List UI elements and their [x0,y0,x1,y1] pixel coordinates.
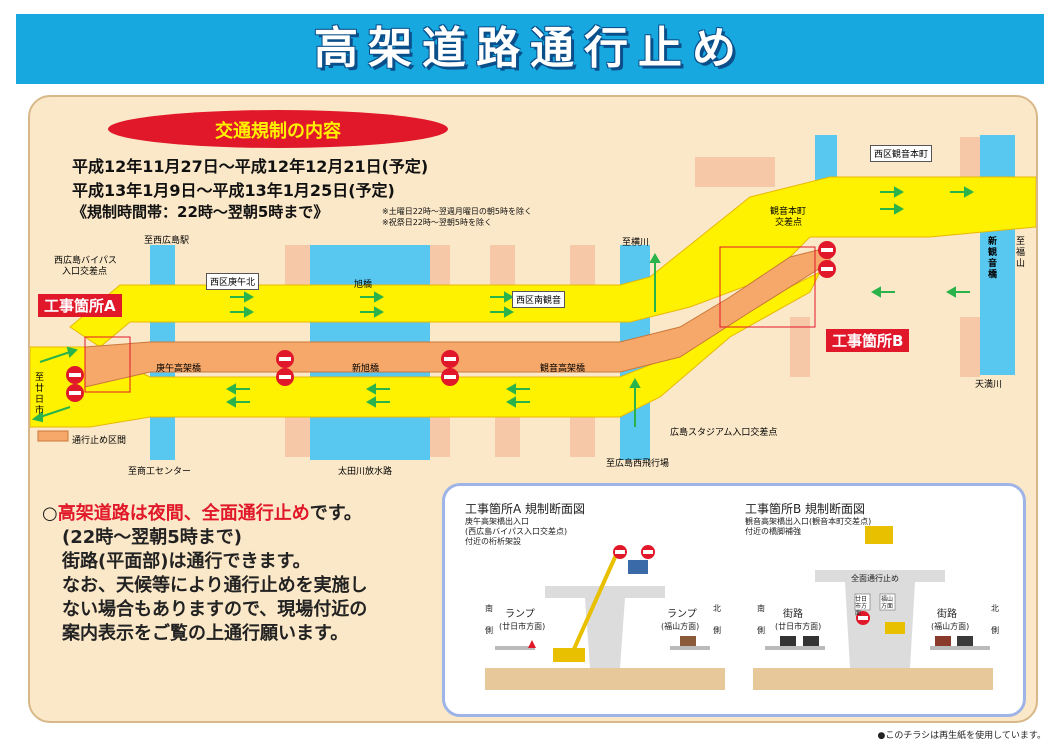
label-nishiku-kannon-honmachi: 西区観音本町 [870,145,933,162]
section-a-south-side: 側 [485,626,493,635]
section-b-sub-1: 観音高架橋出入口(観音本町交差点) [745,517,872,526]
label-intersection: 交差点 [775,218,803,228]
label-to-yokogawa: 至横川 [622,238,650,248]
label-shin-kannon-bridge: 新観音橋 [988,237,998,280]
traffic-arrows [31,186,975,427]
label-nishihiroshima-bypass: 西広島バイパス [54,256,117,266]
section-a-ramp-left: ランプ [505,609,535,620]
section-b-north-side: 側 [991,626,999,635]
section-b-street-left-dir: (廿日市方面) [775,622,822,631]
regulation-heading: 交通規制の内容 [215,121,341,142]
road-map [30,135,1036,460]
notice-line-1: ○高架道路は夜間、全面通行止めです。 [42,503,362,524]
section-a-title: 工事箇所A 規制断面図 [465,502,586,516]
section-b-sign-left: 廿日市方面 [855,596,868,617]
section-a-ramp-right: ランプ [667,609,697,620]
footer-note: ●このチラシは再生紙を使用しています。 [877,731,1046,741]
section-b-south-side: 側 [757,626,765,635]
section-a-sub-2: (西広島バイパス入口交差点) [465,527,568,536]
notice-line-6: 案内表示をご覧の上通行願います。 [62,623,349,644]
main-panel: 交通規制の内容 平成12年11月27日～平成12年12月21日(予定) 平成13… [28,95,1038,723]
section-a-crane [568,545,622,659]
regulation-note-1: ※土曜日22時～翌週月曜日の朝5時を除く [382,207,532,216]
cross-section-drawings [485,526,993,690]
label-kannon-viaduct: 観音高架橋 [540,364,586,374]
section-a-pier [545,586,665,668]
section-b-street-left: 街路 [783,609,803,620]
notice-line-3: 街路(平面部)は通行できます。 [62,551,311,572]
section-b-street-right-dir: (福山方面) [931,622,970,631]
section-b-crane [865,526,893,544]
section-a-truck [628,560,648,574]
section-b-street-right: 街路 [937,609,957,620]
closure-legend-swatch [37,430,69,442]
label-entrance-intersection: 入口交差点 [62,267,108,277]
section-a-ramp-left-dir: (廿日市方面) [499,622,546,631]
regulation-period-2: 平成13年1月9日～平成13年1月25日(予定) [72,181,395,200]
closure-hatch [84,246,816,393]
label-shin-asahi-bridge: 新旭橋 [352,364,380,374]
cross-section-panel: 工事箇所A 規制断面図 庚午高架橋出入口 (西広島バイパス入口交差点) 付近の桁… [442,483,1026,717]
section-b-north: 北 [991,604,999,613]
section-b-ground [753,668,993,690]
section-a-ground [485,668,725,690]
label-stadium-intersection: 広島スタジアム入口交差点 [670,428,778,438]
label-to-hiroshima-west-airport: 至広島西飛行場 [606,459,670,469]
label-to-shoko-center: 至商工センター [128,467,192,477]
notice-line-2: (22時～翌朝5時まで) [62,527,243,548]
site-b-label: 工事箇所B [826,329,910,352]
regulation-period-1: 平成12年11月27日～平成12年12月21日(予定) [72,157,429,176]
label-otagawa-floodway: 太田川放水路 [338,467,393,477]
notice: ○高架道路は夜間、全面通行止めです。 (22時～翌朝5時まで) 街路(平面部)は… [42,502,427,646]
section-b-sign-right: 福山方面 [881,596,894,610]
label-closure-legend: 通行止め区間 [72,436,127,446]
section-a-ramp-right-dir: (福山方面) [661,622,700,631]
notice-line-4: なお、天候等により通行止めを実施し [62,575,368,596]
section-b-title: 工事箇所B 規制断面図 [745,502,866,516]
section-b-pier [815,570,945,668]
label-to-nishihiroshima-station: 至西広島駅 [144,236,190,246]
section-b-sub-2: 付近の橋脚補強 [745,527,801,536]
regulation-hours: 《規制時間帯：22時～翌朝5時まで》 [72,203,329,221]
section-a-north-side: 側 [713,626,721,635]
label-koigo-viaduct: 庚午高架橋 [156,364,202,374]
section-a-south: 南 [485,604,493,613]
site-a-label: 工事箇所A [38,294,122,317]
section-b-south: 南 [757,604,765,613]
upper-street [69,176,1036,348]
title-banner: 高架道路通行止め [16,14,1044,84]
section-b-closure: 全面通行止め [851,574,899,583]
label-kannon-honmachi: 観音本町 [770,207,807,217]
label-tenma-river: 天満川 [975,380,1003,390]
regulation-note-2: ※祝祭日22時～翌朝5時を除く [382,218,492,227]
section-a-sub-3: 付近の桁析架設 [465,537,521,546]
label-nishiku-minami-kannon: 西区南観音 [512,291,566,308]
label-to-fukuyama: 至福山 [1016,237,1026,269]
section-a-north: 北 [713,604,721,613]
no-entry-signs [66,241,836,402]
label-asahi-bridge: 旭橋 [354,280,373,290]
section-a-sub-1: 庚午高架橋出入口 [465,517,529,526]
notice-line-5: ない場合もありますので、現場付近の [62,599,368,620]
label-koigo-kita: 西区庚午北 [206,273,260,290]
label-to-hatsukaichi: 至廿日市 [35,373,45,416]
regulation-heading-oval [108,110,448,148]
page-title: 高架道路通行止め [314,23,746,74]
